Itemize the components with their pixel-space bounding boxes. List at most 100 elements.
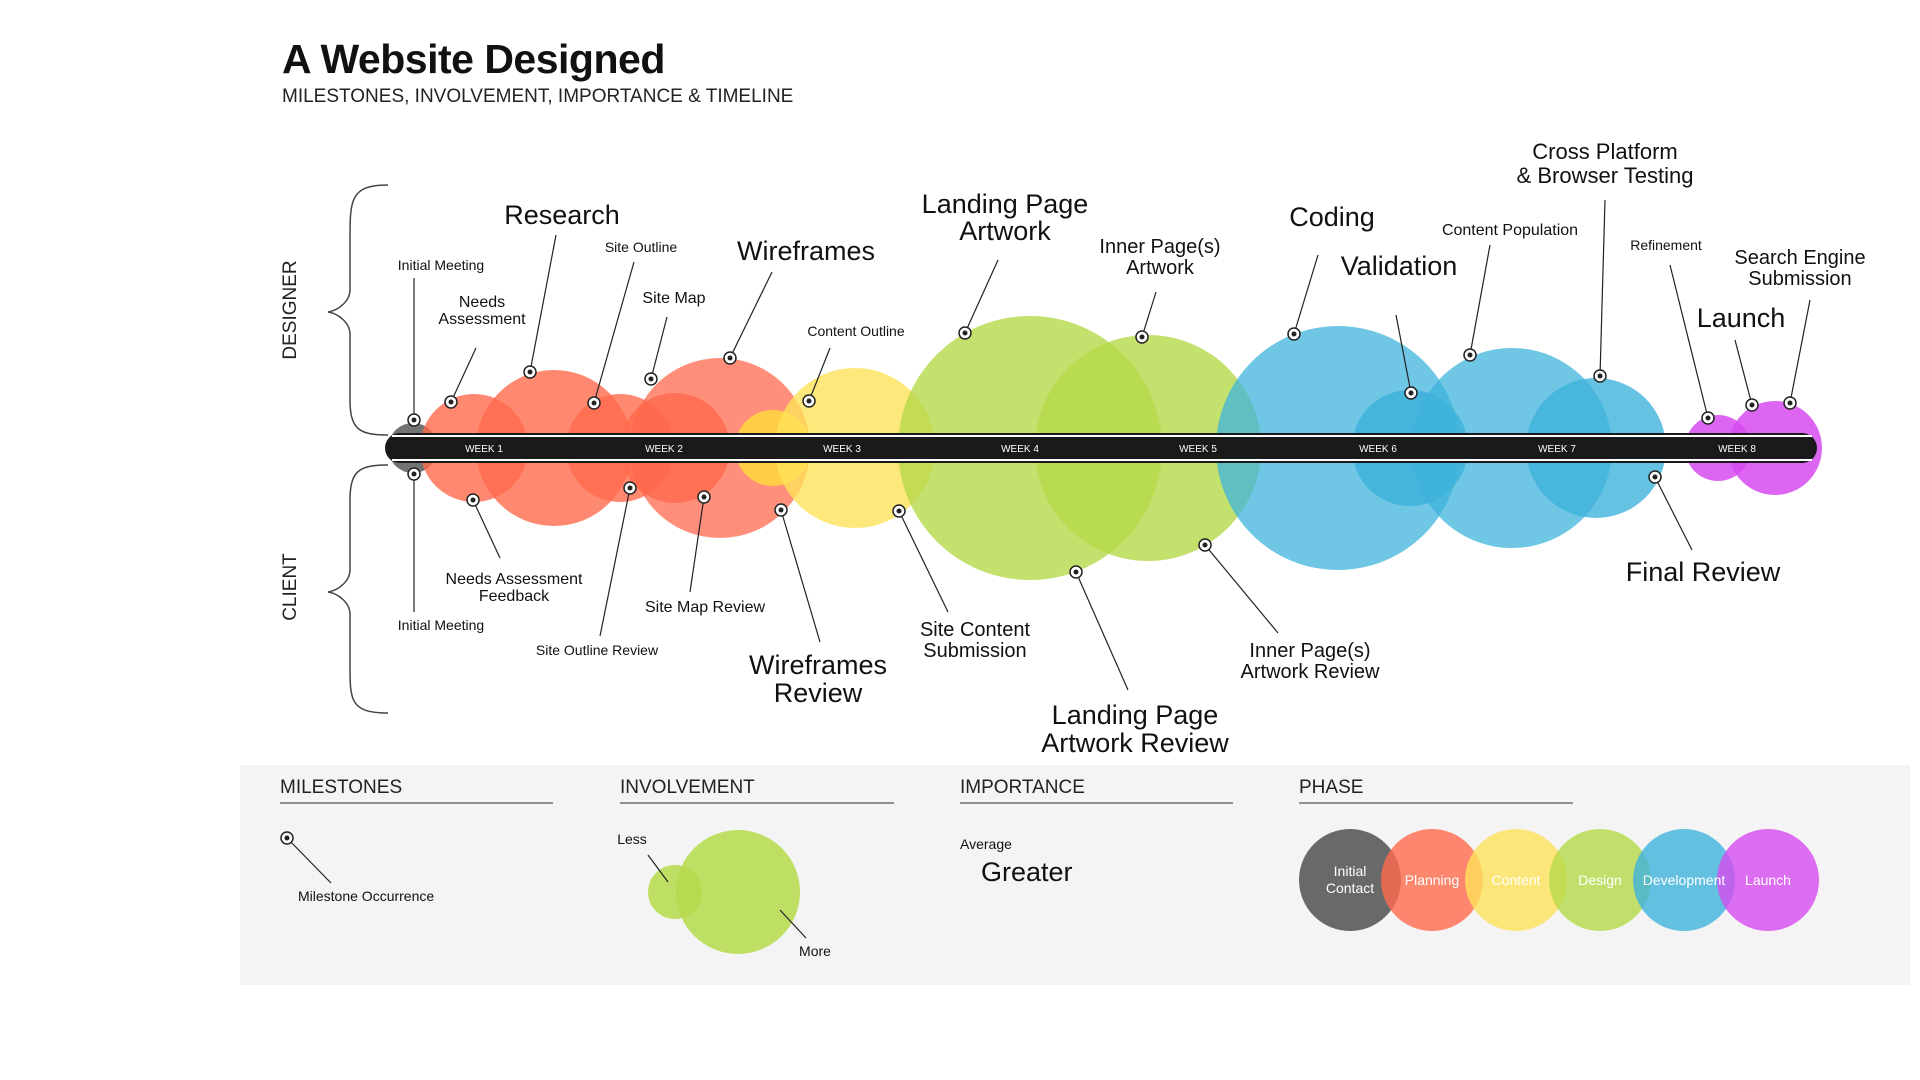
milestone-dot — [280, 831, 294, 845]
milestone-label: Content Outline — [807, 323, 904, 339]
phase-launch — [1717, 829, 1819, 931]
milestone-dot — [774, 503, 788, 517]
milestone-label: Refinement — [1630, 237, 1702, 253]
milestone-label: Inner Page(s)Artwork Review — [1241, 640, 1380, 683]
milestone-dot — [1404, 386, 1418, 400]
milestone-dot — [723, 351, 737, 365]
phase-design — [1549, 829, 1651, 931]
milestone-dot — [1069, 565, 1083, 579]
milestone-label: Initial Meeting — [398, 617, 484, 633]
legend-involvement: INVOLVEMENT Less More — [617, 777, 894, 959]
milestone-dot — [1783, 396, 1797, 410]
phase-label: Launch — [1745, 872, 1791, 888]
client-bracket: CLIENT — [280, 464, 389, 714]
designer-label: DESIGNER — [280, 260, 301, 359]
week-label: WEEK 4 — [1001, 444, 1039, 455]
milestone-dot — [1287, 327, 1301, 341]
milestone-dot — [892, 504, 906, 518]
milestone-dot — [466, 493, 480, 507]
phase-planning — [1381, 829, 1483, 931]
milestone-label: Site Outline — [605, 239, 678, 255]
legend-less-label: Less — [617, 831, 647, 847]
designer-milestone-dots — [407, 326, 1797, 427]
client-milestones — [413, 474, 1693, 691]
milestone-dot — [1463, 348, 1477, 362]
phase-label: Content — [1491, 872, 1540, 888]
legend-heading: INVOLVEMENT — [620, 777, 755, 798]
milestone-dot — [644, 372, 658, 386]
milestone-label: Site Map Review — [645, 599, 765, 616]
legend-more-label: More — [799, 943, 831, 959]
legend-item-label: Milestone Occurrence — [298, 888, 434, 904]
week-label: WEEK 1 — [465, 444, 503, 455]
week-label: WEEK 5 — [1179, 444, 1217, 455]
milestone-dot — [1593, 369, 1607, 383]
milestone-dot — [802, 394, 816, 408]
week-label: WEEK 8 — [1718, 444, 1756, 455]
week-label: WEEK 7 — [1538, 444, 1576, 455]
legend-panel: MILESTONES Milestone Occurrence INVOLVEM… — [240, 765, 1910, 985]
milestone-label: Final Review — [1626, 557, 1781, 587]
client-label: CLIENT — [280, 553, 301, 621]
milestone-dot — [587, 396, 601, 410]
milestone-label: Coding — [1289, 202, 1375, 232]
timeline-bar: WEEK 1 WEEK 2 WEEK 3 WEEK 4 WEEK 5 WEEK … — [385, 433, 1817, 463]
milestone-dot — [623, 481, 637, 495]
legend-heading: PHASE — [1299, 777, 1363, 798]
designer-bracket: DESIGNER — [280, 184, 389, 436]
client-milestone-dots — [407, 467, 1662, 579]
legend-heading: IMPORTANCE — [960, 777, 1085, 798]
week-label: WEEK 2 — [645, 444, 683, 455]
page-title: A Website Designed — [282, 36, 665, 82]
legend-milestones: MILESTONES Milestone Occurrence — [280, 777, 553, 904]
phase-label: Planning — [1405, 872, 1460, 888]
phase-label: Development — [1643, 872, 1726, 888]
milestone-dot — [697, 490, 711, 504]
milestone-label: Content Population — [1442, 222, 1578, 239]
milestone-dot — [407, 413, 421, 427]
milestone-label: Site Outline Review — [536, 642, 659, 658]
milestone-label: Validation — [1341, 251, 1458, 281]
milestone-dot — [1198, 538, 1212, 552]
milestone-label: Site Map — [642, 290, 705, 307]
page-subtitle: MILESTONES, INVOLVEMENT, IMPORTANCE & TI… — [282, 86, 794, 107]
milestone-dot — [1648, 470, 1662, 484]
milestone-dot — [1135, 330, 1149, 344]
phase-bubbles — [388, 316, 1822, 580]
phase-label: Design — [1578, 872, 1622, 888]
milestone-dot — [958, 326, 972, 340]
designer-milestones — [413, 199, 1811, 420]
milestone-dot — [444, 395, 458, 409]
milestone-label: Cross Platform& Browser Testing — [1517, 139, 1694, 188]
milestone-dot — [523, 365, 537, 379]
week-label: WEEK 3 — [823, 444, 861, 455]
phase-content — [1465, 829, 1567, 931]
milestone-dot — [1701, 411, 1715, 425]
legend-importance: IMPORTANCE Average Greater — [960, 777, 1233, 887]
milestone-label: Initial Meeting — [398, 257, 484, 273]
phase-development — [1633, 829, 1735, 931]
milestone-dot — [407, 467, 421, 481]
legend-average-label: Average — [960, 836, 1012, 852]
legend-heading: MILESTONES — [280, 777, 402, 798]
legend-greater-label: Greater — [981, 857, 1073, 887]
milestone-label: Launch — [1697, 303, 1786, 333]
week-label: WEEK 6 — [1359, 444, 1397, 455]
milestone-label: Wireframes — [737, 236, 875, 266]
milestone-label: Inner Page(s)Artwork — [1099, 236, 1220, 279]
bubble-more — [676, 830, 800, 954]
milestone-label: Research — [504, 200, 620, 230]
phase-initial-contact — [1299, 829, 1401, 931]
